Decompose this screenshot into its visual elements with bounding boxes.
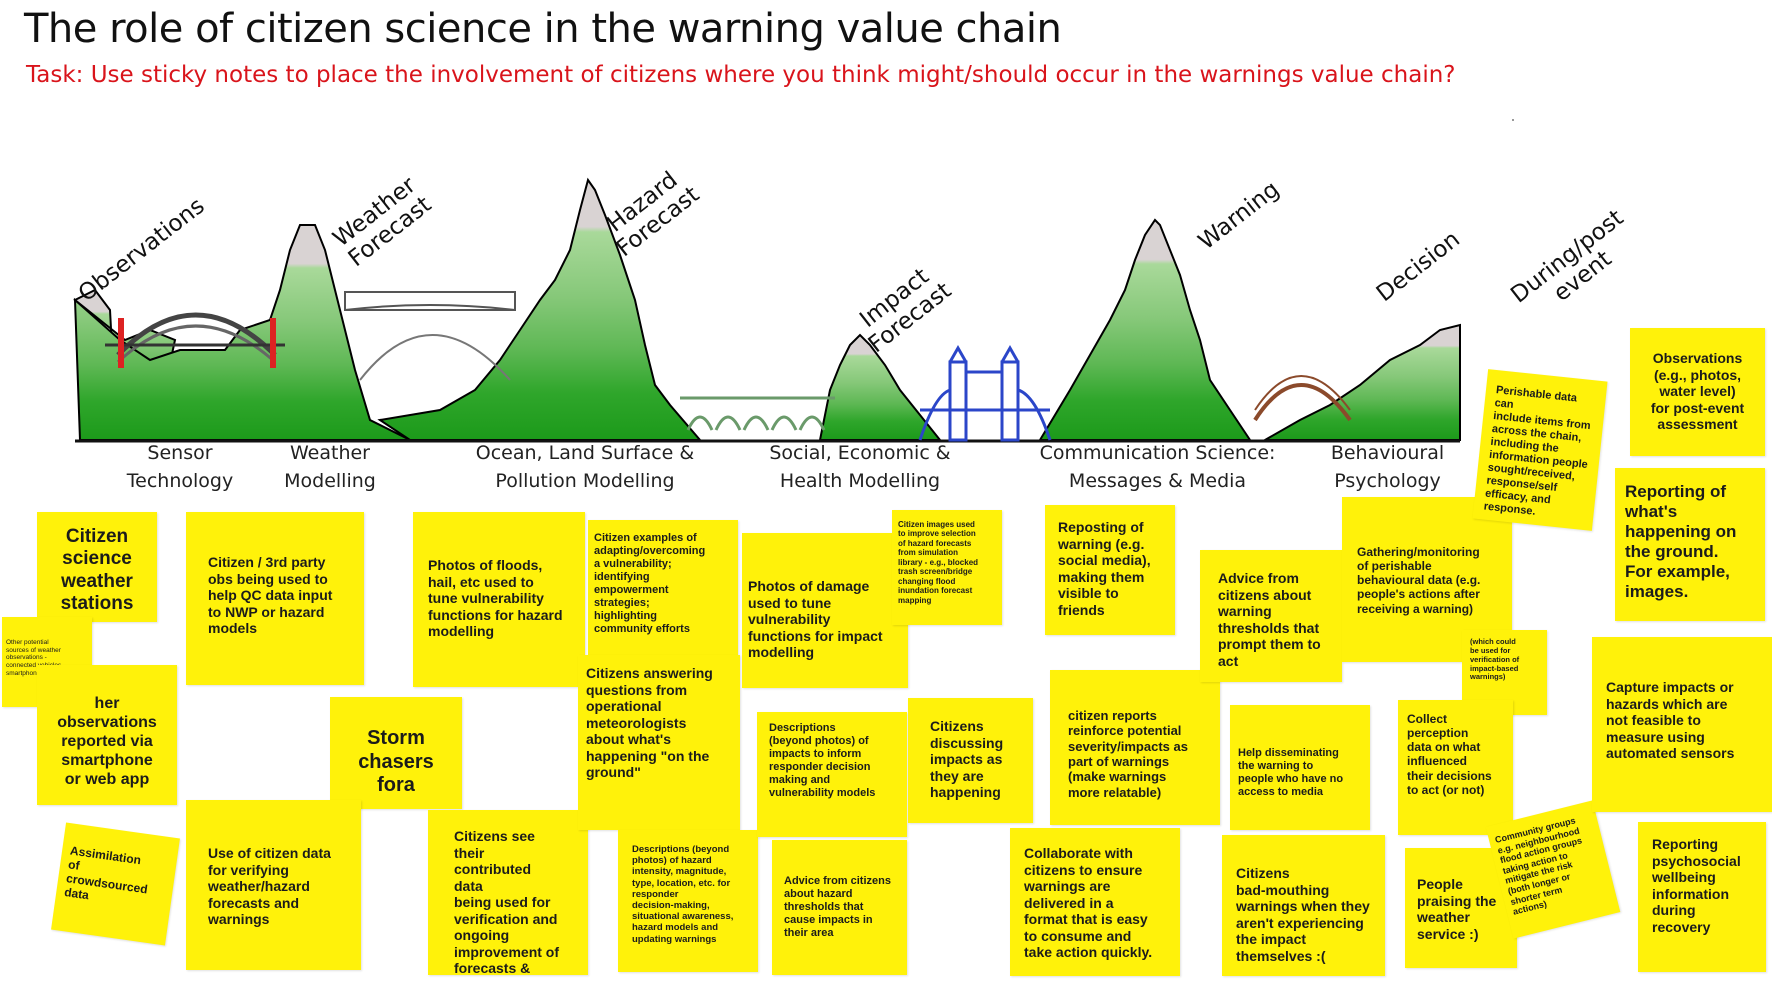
sticky-note[interactable]: citizen reports reinforce potential seve… <box>1050 670 1220 825</box>
sticky-note[interactable]: Citizen science weather stations <box>37 512 157 622</box>
sticky-note[interactable]: Descriptions (beyond photos) of impacts … <box>757 712 907 837</box>
mountain-warning <box>1038 218 1252 441</box>
sticky-note[interactable]: Capture impacts or hazards which are not… <box>1592 637 1772 812</box>
sticky-note[interactable]: Collaborate with citizens to ensure warn… <box>1010 828 1180 976</box>
sticky-note[interactable]: Advice from citizens about hazard thresh… <box>772 840 907 975</box>
sticky-note[interactable]: Citizens bad-mouthing warnings when they… <box>1222 835 1385 976</box>
bridge-green-viaduct <box>680 396 835 431</box>
sticky-note[interactable]: Citizen / 3rd party obs being used to he… <box>186 512 364 685</box>
mountain-decision <box>1261 323 1461 441</box>
bridge-white-arch <box>344 291 516 381</box>
sticky-note[interactable]: Collect perception data on what influenc… <box>1398 700 1513 835</box>
page-title: The role of citizen science in the warni… <box>24 6 1062 52</box>
sticky-note[interactable]: Citizens discussing impacts as they are … <box>908 698 1033 823</box>
sticky-note[interactable]: Advice from citizens about warning thres… <box>1200 550 1342 682</box>
sticky-note[interactable]: her observations reported via smartphone… <box>37 665 177 805</box>
sticky-note[interactable]: Reposting of warning (e.g. social media)… <box>1045 505 1175 635</box>
mountain-hazard-forecast <box>377 177 703 441</box>
sticky-note[interactable]: Photos of damage used to tune vulnerabil… <box>742 533 908 688</box>
sticky-note[interactable]: Reporting psychosocial wellbeing informa… <box>1638 822 1766 972</box>
sticky-note[interactable]: Help disseminating the warning to people… <box>1230 705 1370 830</box>
sticky-note[interactable]: Citizen images used to improve selection… <box>892 510 1002 625</box>
sticky-note[interactable]: Reporting of what's happening on the gro… <box>1615 468 1765 621</box>
sticky-note[interactable]: Assimilation of crowdsourced data <box>51 822 180 946</box>
discipline-ocean-land-pollution: Ocean, Land Surface &Pollution Modelling <box>475 442 695 492</box>
sticky-note[interactable]: Citizens answering questions from operat… <box>578 655 740 830</box>
mountain-weather-forecast <box>73 224 411 441</box>
sticky-note[interactable]: Citizens see their contributed data bein… <box>428 810 588 975</box>
sticky-note[interactable]: Observations (e.g., photos, water level)… <box>1630 328 1765 456</box>
sticky-note[interactable]: Perishable data can include items from a… <box>1472 369 1608 531</box>
value-chain-landscape <box>73 177 1461 443</box>
bridge-wooden <box>1253 375 1352 422</box>
sticky-note[interactable]: Photos of floods, hail, etc used to tune… <box>413 512 585 687</box>
bridge-steel-arch <box>105 312 285 368</box>
discipline-social-economic-health: Social, Economic &Health Modelling <box>769 442 951 492</box>
sticky-note[interactable]: Descriptions (beyond photos) of hazard i… <box>618 830 758 972</box>
bridge-tower <box>918 344 1052 442</box>
discipline-communication-science: Communication Science:Messages & Media <box>1039 442 1276 492</box>
task-instruction: Task: Use sticky notes to place the invo… <box>26 62 1456 88</box>
sticky-note[interactable]: Use of citizen data for verifying weathe… <box>186 800 361 970</box>
sticky-note[interactable]: Storm chasers fora <box>330 697 462 809</box>
sticky-note[interactable]: Citizen examples of adapting/overcoming … <box>588 520 738 655</box>
stray-dot <box>1512 119 1514 121</box>
